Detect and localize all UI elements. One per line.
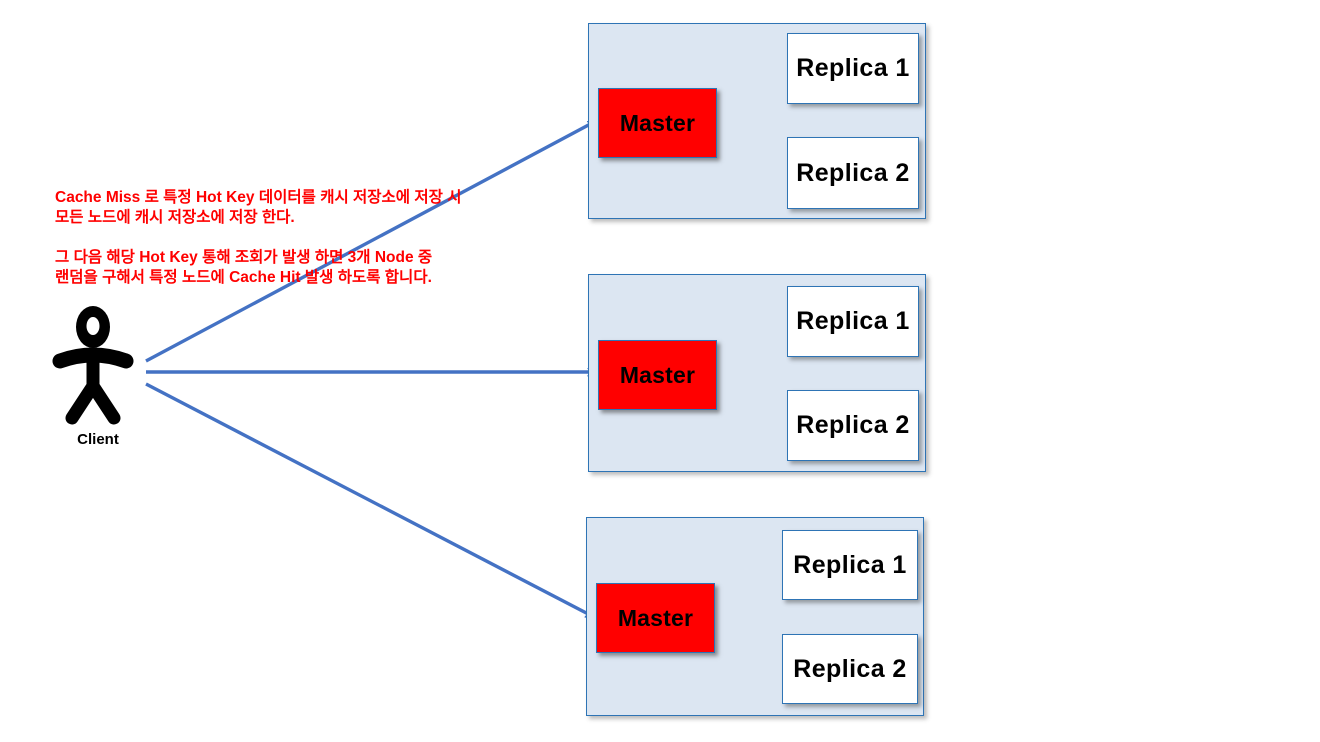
node-2-replica-1-box[interactable]: Replica 1 (787, 286, 919, 357)
node-2-master-label: Master (619, 361, 696, 388)
node-3-replica-1-box[interactable]: Replica 1 (782, 530, 918, 600)
node-3-replica-2-box[interactable]: Replica 2 (782, 634, 918, 704)
node-1-replica-1-box[interactable]: Replica 1 (787, 33, 919, 104)
node-2-replica-1-label: Replica 1 (796, 307, 910, 335)
node-3-master-box[interactable]: Master (596, 583, 715, 653)
arrow-client-to-node-1 (145, 119, 596, 363)
node-1-replica-2-label: Replica 2 (796, 158, 910, 187)
node-1-replica-2-box[interactable]: Replica 2 (787, 137, 919, 209)
arrow-client-to-node-3 (145, 382, 594, 619)
node-2-replica-2-box[interactable]: Replica 2 (787, 390, 919, 461)
node-3-replica-1-label: Replica 1 (793, 550, 907, 579)
client-stick-figure-icon (52, 306, 134, 425)
node-3-master-label: Master (617, 604, 694, 631)
node-2-replica-2-label: Replica 2 (796, 411, 910, 439)
node-3-replica-2-label: Replica 2 (793, 654, 907, 683)
node-1-master-box[interactable]: Master (598, 88, 717, 158)
annotation-cache-hit: 그 다음 해당 Hot Key 통해 조회가 발생 하면 3개 Node 중 랜… (55, 249, 433, 286)
node-1-replica-1-label: Replica 1 (796, 54, 910, 82)
node-1-master-label: Master (619, 109, 696, 136)
client-label: Client (77, 431, 119, 448)
annotation-cache-miss: Cache Miss 로 특정 Hot Key 데이터를 캐시 저장소에 저장 … (55, 189, 462, 226)
node-2-master-box[interactable]: Master (598, 340, 717, 410)
